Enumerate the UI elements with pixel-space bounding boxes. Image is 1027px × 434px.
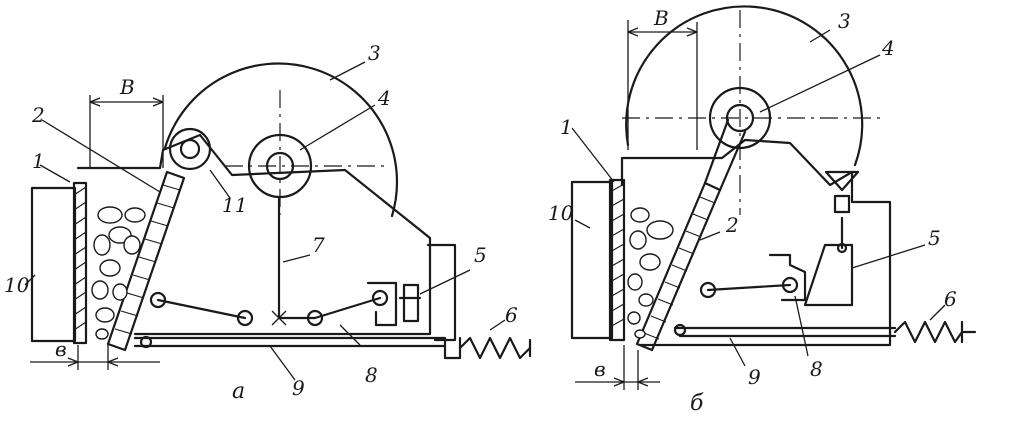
spring-b <box>893 320 977 344</box>
leader-lines-b <box>571 29 946 367</box>
dimension-top-a <box>89 95 164 168</box>
flywheel-a <box>163 62 399 218</box>
wedge-block-a <box>366 281 422 327</box>
label-4-a: 4 <box>377 86 391 110</box>
caption-a: а <box>232 379 245 404</box>
diagram-a: 2 1 B 3 4 11 7 5 6 10 8 9 в а <box>4 41 532 404</box>
crusher-body-b <box>570 180 614 340</box>
label-10-a: 10 <box>4 273 30 297</box>
label-3-b: 3 <box>838 9 851 33</box>
label-B-top-b: B <box>653 6 669 30</box>
label-4-b: 4 <box>881 36 895 60</box>
rear-housing-a <box>426 243 457 342</box>
jaw-link-b <box>703 118 747 192</box>
label-8-b: 8 <box>810 357 823 381</box>
toggle-plates-b <box>699 253 807 302</box>
label-6-a: 6 <box>505 303 518 327</box>
diagram-b: B 3 4 1 10 2 5 6 9 8 в б <box>548 5 977 416</box>
ore-chunks-a <box>91 206 146 340</box>
label-2-b: 2 <box>725 213 739 237</box>
label-5-a: 5 <box>474 243 487 267</box>
wedge-block-b <box>803 170 860 307</box>
label-10-b: 10 <box>548 201 574 225</box>
frame-b <box>620 138 892 347</box>
ore-chunks-b <box>627 207 674 339</box>
label-1-a: 1 <box>32 149 45 173</box>
tension-rod-b <box>673 326 897 338</box>
dimension-bottom-b <box>575 345 660 390</box>
label-B-top-a: B <box>119 75 135 99</box>
label-6-b: 6 <box>944 287 957 311</box>
swing-axle-outer-a <box>168 127 212 171</box>
label-9-b: 9 <box>748 365 761 389</box>
caption-b: б <box>690 391 704 416</box>
fixed-jaw-b <box>608 178 626 342</box>
swing-jaw-b <box>635 181 722 352</box>
dimension-bottom-a <box>30 345 160 370</box>
label-9-a: 9 <box>292 376 305 400</box>
label-7-a: 7 <box>312 233 325 257</box>
swing-jaw-hatch-b <box>643 196 716 340</box>
label-b-bottom-b: в <box>594 357 606 381</box>
label-b-bottom-a: в <box>55 337 67 361</box>
label-2-a: 2 <box>31 103 45 127</box>
dimension-top-b <box>627 20 698 150</box>
tension-rod-a <box>133 336 462 360</box>
swing-jaw-hatch-a <box>114 184 181 335</box>
label-1-b: 1 <box>560 115 573 139</box>
leader-lines-a <box>24 61 506 381</box>
label-11-a: 11 <box>222 193 247 217</box>
toggle-plates-a <box>149 289 389 327</box>
frame-a <box>76 133 432 336</box>
swing-jaw-a <box>106 170 186 352</box>
crusher-body-a <box>30 186 77 343</box>
swing-axle-inner-a <box>179 138 201 160</box>
flywheel-b <box>625 5 864 167</box>
spring-a <box>458 336 532 360</box>
label-5-b: 5 <box>928 226 941 250</box>
label-3-a: 3 <box>368 41 381 65</box>
label-8-a: 8 <box>365 363 378 387</box>
